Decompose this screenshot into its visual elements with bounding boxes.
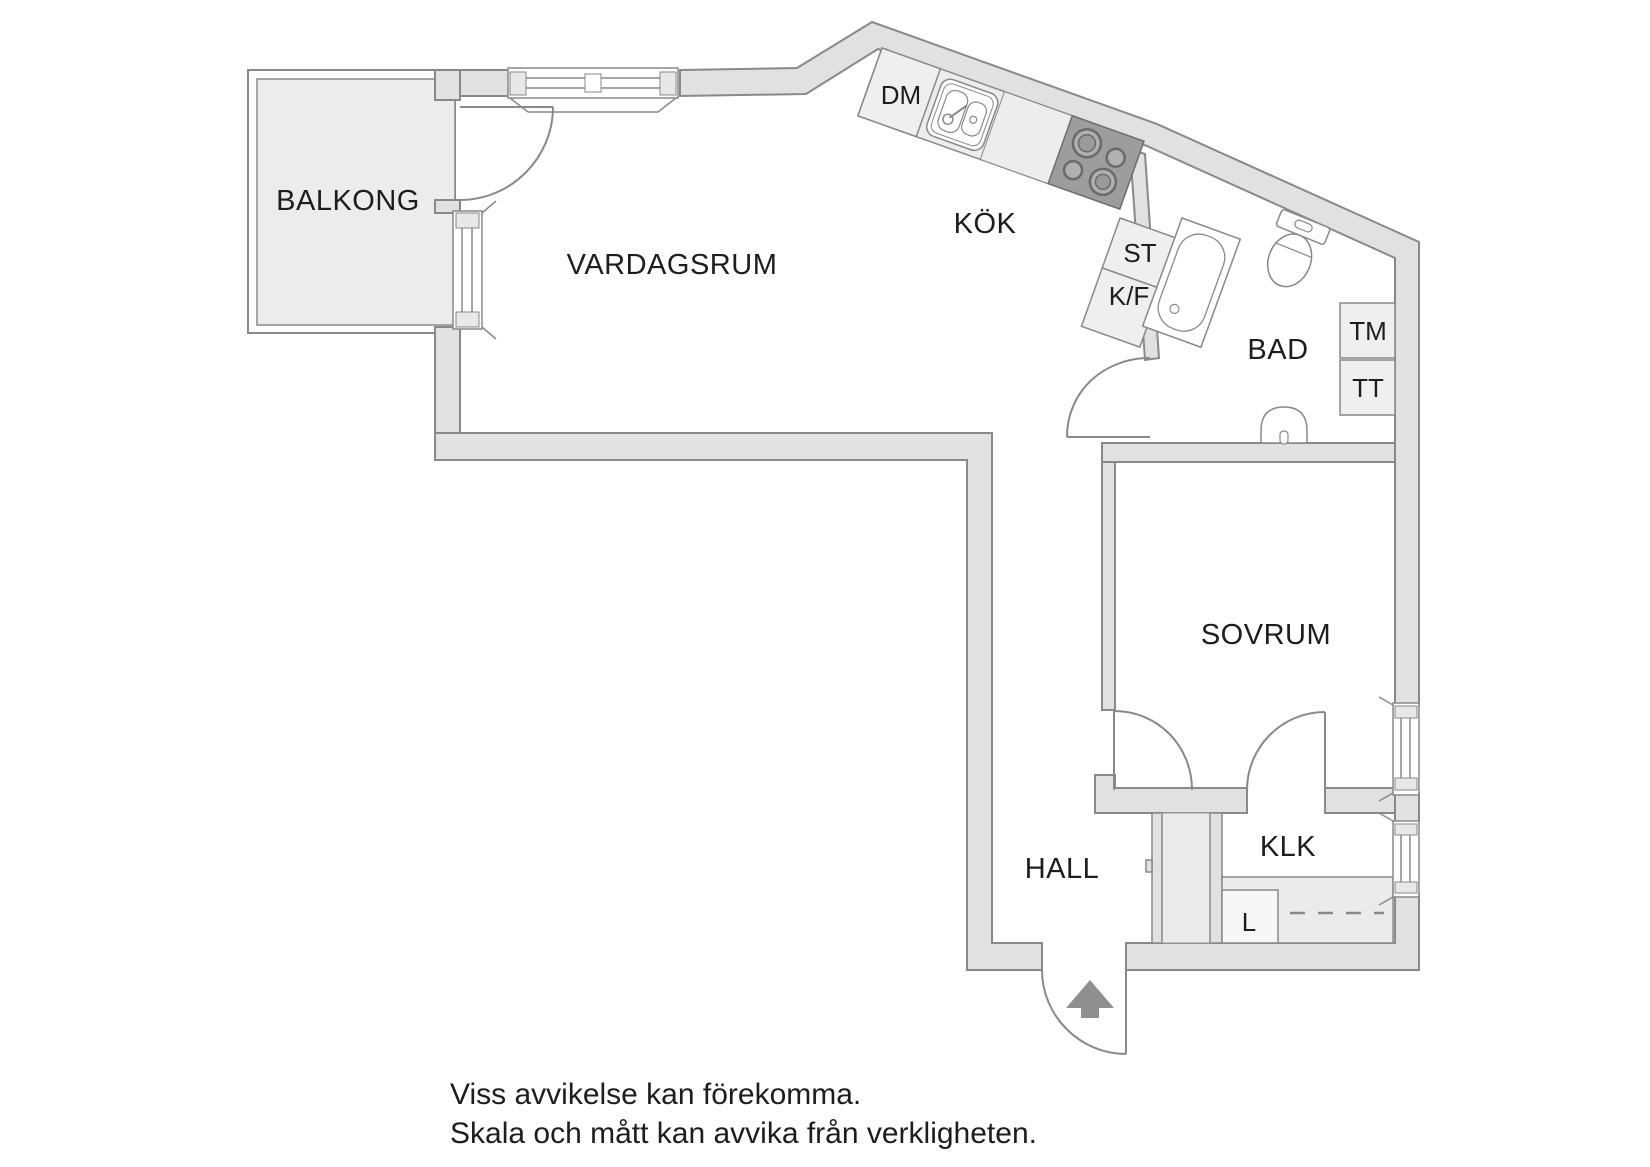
room-label-klk: KLK <box>1260 831 1316 863</box>
wall-left-bottom <box>434 326 461 434</box>
entrance-arrow-icon <box>1066 980 1114 1018</box>
room-label-balkong: BALKONG <box>276 185 420 217</box>
room-label-sovrum: SOVRUM <box>1201 619 1331 651</box>
wall-livingroom-bottom-and-hall-left <box>434 432 1043 971</box>
window-livingroom-top <box>507 67 679 113</box>
wall-closet-column-right <box>1209 812 1223 944</box>
wall-left-top-stub <box>434 69 461 101</box>
hall-closet-column <box>1161 812 1211 944</box>
wall-closet-column-left <box>1151 812 1163 944</box>
labels: BALKONG VARDAGSRUM KÖK BAD SOVRUM HALL K… <box>276 80 1387 937</box>
wall-door-stop-notch <box>1145 859 1153 873</box>
disclaimer-line-2: Skala och mått kan avvika från verklighe… <box>450 1117 1037 1150</box>
doors <box>459 106 1326 1055</box>
balcony-floor <box>256 78 456 326</box>
dishwasher-box <box>856 47 942 138</box>
disclaimer-line-1: Viss avvikelse kan förekomma. <box>450 1078 861 1111</box>
room-label-kok: KÖK <box>954 208 1017 240</box>
klk-door <box>1246 711 1326 791</box>
wall-bedroom-bottom <box>1094 774 1248 814</box>
window-klk-right <box>1378 812 1420 906</box>
windows <box>452 67 1420 906</box>
fixture-label-l: L <box>1242 907 1256 937</box>
stove-icon <box>1047 114 1145 211</box>
room-label-bad: BAD <box>1247 334 1308 366</box>
wall-bedroom-left <box>1101 442 1116 711</box>
washing-machine-box <box>1339 302 1396 359</box>
bathroom-fixtures <box>1141 209 1396 445</box>
bathroom-door <box>1066 357 1151 438</box>
room-label-hall: HALL <box>1025 853 1100 885</box>
wall-klk-top-right <box>1324 787 1396 814</box>
klk-l-cabinet <box>1221 889 1279 944</box>
kitchen-tall-cabinets <box>1080 217 1180 349</box>
kitchen-counter <box>856 47 1145 211</box>
kitchen-sink-icon <box>925 78 999 152</box>
fixture-label-st: ST <box>1123 238 1156 268</box>
tumble-dryer-box <box>1339 359 1396 416</box>
fixture-label-tt: TT <box>1352 373 1384 403</box>
window-bedroom-right <box>1378 696 1420 802</box>
fixture-label-dm: DM <box>881 80 921 110</box>
washbasin-icon <box>1260 406 1308 445</box>
wall-right-between-windows <box>1394 792 1420 824</box>
disclaimer: Viss avvikelse kan förekomma. Skala och … <box>450 1078 1037 1150</box>
walls <box>434 20 1420 971</box>
room-label-vardagsrum: VARDAGSRUM <box>567 249 778 281</box>
wall-bedroom-top <box>1101 442 1396 463</box>
toilet-icon <box>1266 209 1331 288</box>
fixture-label-kf: K/F <box>1109 281 1149 311</box>
balcony <box>247 69 456 334</box>
fixture-label-tm: TM <box>1349 316 1387 346</box>
klk-closet <box>1221 876 1394 944</box>
balcony-door <box>459 106 554 201</box>
entrance-door <box>1041 969 1127 1055</box>
bedroom-door <box>1113 710 1193 791</box>
window-livingroom-left <box>452 200 497 340</box>
bathtub-icon <box>1141 217 1242 349</box>
